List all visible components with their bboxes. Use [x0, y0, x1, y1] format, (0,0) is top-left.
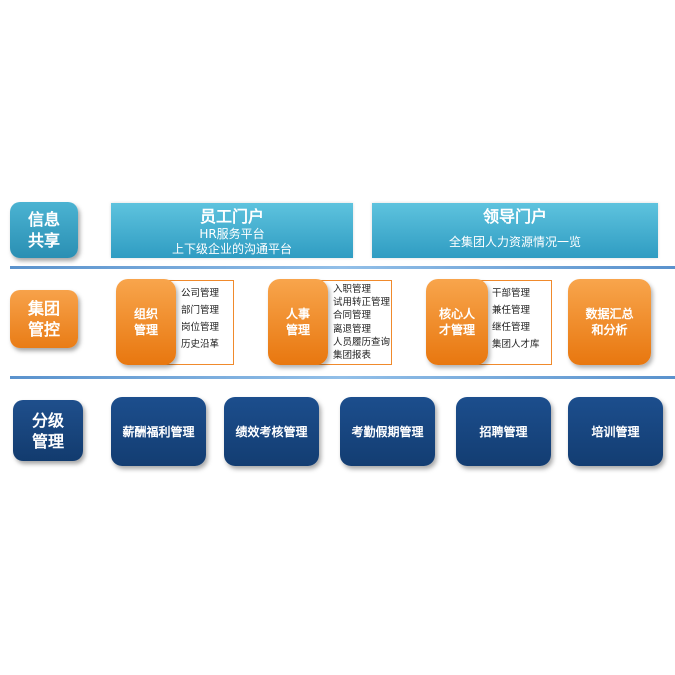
list-item[interactable]: 合同管理 [333, 310, 372, 322]
list-item[interactable]: 岗位管理 [181, 322, 220, 333]
org-management-label-2: 管理 [133, 323, 158, 337]
divider-bottom [10, 376, 675, 379]
list-item[interactable]: 公司管理 [181, 288, 220, 299]
list-item[interactable]: 部门管理 [181, 305, 220, 316]
performance-review-label: 绩效考核管理 [235, 425, 308, 439]
hr-management-label-2: 管理 [285, 323, 310, 337]
row-label-line1: 集团 [27, 299, 60, 318]
core-talent-label-2: 才管理 [438, 323, 475, 337]
data-analysis-label-1: 数据汇总 [585, 307, 634, 321]
training-label: 培训管理 [591, 425, 640, 439]
row-label-line2: 管控 [27, 320, 60, 339]
row-label-group-control: 集团管控 [10, 290, 78, 348]
list-item[interactable]: 离退管理 [333, 323, 372, 335]
list-item[interactable]: 继任管理 [492, 322, 531, 333]
list-item[interactable]: 集团人才库 [492, 339, 540, 350]
attendance-leave-label: 考勤假期管理 [351, 425, 424, 439]
employee-portal-subtitle-1: HR服务平台 [199, 227, 265, 241]
employee-portal-title: 员工门户 [199, 207, 264, 226]
data-analysis-label-2: 和分析 [591, 323, 628, 337]
attendance-leave-button[interactable]: 考勤假期管理 [340, 397, 435, 466]
leader-portal-subtitle: 全集团人力资源情况一览 [448, 235, 581, 249]
list-item[interactable]: 兼任管理 [492, 305, 531, 316]
compensation-benefits-label: 薪酬福利管理 [122, 425, 195, 439]
employee-portal-subtitle-2: 上下级企业的沟通平台 [171, 242, 292, 256]
list-item[interactable]: 试用转正管理 [333, 297, 391, 309]
row-label-line2: 共享 [27, 231, 60, 250]
recruitment-button[interactable]: 招聘管理 [456, 397, 551, 466]
list-item[interactable]: 历史沿革 [181, 339, 220, 350]
row-label-line1: 分级 [31, 410, 64, 430]
row-label-info-share: 信息共享 [10, 202, 78, 258]
list-item[interactable]: 人员履历查询 [333, 336, 391, 348]
recruitment-label: 招聘管理 [479, 425, 528, 439]
compensation-benefits-button[interactable]: 薪酬福利管理 [111, 397, 206, 466]
divider-top [10, 266, 675, 269]
org-management-button[interactable]: 组织管理 [116, 279, 176, 365]
performance-review-button[interactable]: 绩效考核管理 [224, 397, 319, 466]
row-label-tier-management: 分级管理 [13, 400, 83, 461]
list-item[interactable]: 干部管理 [492, 288, 531, 299]
core-talent-label-1: 核心人 [438, 307, 475, 321]
hr-management-button[interactable]: 人事管理 [268, 279, 328, 365]
org-management-label-1: 组织 [133, 307, 158, 321]
data-analysis-button[interactable]: 数据汇总和分析 [568, 279, 651, 365]
list-item[interactable]: 集团报表 [333, 350, 372, 362]
core-talent-button[interactable]: 核心人才管理 [426, 279, 488, 365]
employee-portal[interactable]: 员工门户 HR服务平台 上下级企业的沟通平台 [111, 203, 353, 258]
row-label-line1: 信息 [27, 210, 60, 229]
leader-portal[interactable]: 领导门户 全集团人力资源情况一览 [372, 203, 658, 258]
row-label-line2: 管理 [31, 431, 64, 451]
hr-management-label-1: 人事 [285, 307, 310, 321]
leader-portal-title: 领导门户 [482, 207, 547, 226]
list-item[interactable]: 入职管理 [333, 284, 372, 295]
training-button[interactable]: 培训管理 [568, 397, 663, 466]
